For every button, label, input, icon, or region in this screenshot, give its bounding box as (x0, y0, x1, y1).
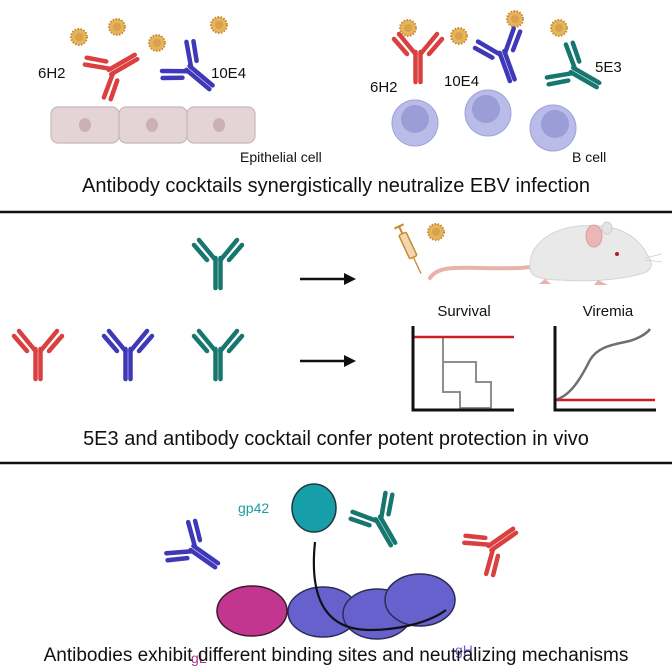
antibody-5e3-icon (194, 240, 242, 288)
viremia-control-curve (554, 328, 652, 402)
ebv-virion-icon (550, 19, 568, 37)
gp42-domain (291, 483, 337, 533)
panel-2-caption: 5E3 and antibody cocktail confer potent … (83, 428, 589, 450)
viremia-chart (553, 326, 656, 412)
antibody-6h2-icon (394, 34, 442, 82)
panel-1-caption: Antibody cocktails synergistically neutr… (82, 175, 590, 197)
antibody-10e4-icon (104, 331, 152, 379)
survival-chart (411, 326, 514, 412)
antibody-5e3-icon (348, 490, 414, 556)
panel-3: gp42 gL gH Antibodies exhibit different … (44, 483, 629, 666)
viremia-axes (553, 326, 656, 412)
antibody-10e4-icon (163, 518, 230, 585)
ebv-virion-icon (450, 27, 468, 45)
antibody-6h2-icon (14, 331, 62, 379)
gp42-tether (312, 541, 447, 632)
viremia-title: Viremia (583, 303, 634, 320)
label-gl: gL (191, 650, 207, 666)
antibody-6h2-icon (461, 511, 528, 578)
ebv-virion-icon (108, 18, 126, 36)
label-6h2-bcell: 6H2 (370, 79, 398, 96)
panel-2: Survival Viremia 5E3 and antibody cockta… (14, 221, 663, 450)
ebv-virion-icon (506, 10, 524, 28)
arrow-icon (300, 273, 356, 285)
ebv-virion-icon (427, 223, 445, 241)
ebv-virion-icon (399, 19, 417, 37)
survival-title: Survival (437, 303, 490, 320)
gh-domain (384, 573, 456, 627)
ebv-virion-icon (210, 16, 228, 34)
b-cells (391, 89, 577, 152)
survival-control-steps (442, 337, 492, 409)
epithelial-cells (50, 106, 256, 144)
arrow-icon (300, 355, 356, 367)
label-epithelial-cell: Epithelial cell (240, 149, 322, 165)
panel-3-caption: Antibodies exhibit different binding sit… (44, 645, 629, 666)
antibody-5e3-icon (194, 331, 242, 379)
panel-1: 6H2 10E4 Epithelial cell 6H2 10E4 5E3 (38, 10, 622, 197)
label-10e4-bcell: 10E4 (444, 73, 479, 90)
label-6h2: 6H2 (38, 65, 66, 82)
antibody-10e4-icon (473, 27, 535, 89)
label-gh: gH (455, 642, 473, 658)
mouse-icon (428, 221, 663, 285)
label-gp42: gp42 (238, 500, 269, 516)
syringe-icon (394, 223, 422, 274)
label-10e4: 10E4 (211, 65, 246, 82)
gl-domain (216, 585, 288, 637)
ebv-virion-icon (148, 34, 166, 52)
ebv-virion-icon (70, 28, 88, 46)
antibody-6h2-icon (82, 36, 148, 102)
survival-axes (411, 326, 514, 412)
label-b-cell: B cell (572, 149, 606, 165)
label-5e3: 5E3 (595, 59, 622, 76)
